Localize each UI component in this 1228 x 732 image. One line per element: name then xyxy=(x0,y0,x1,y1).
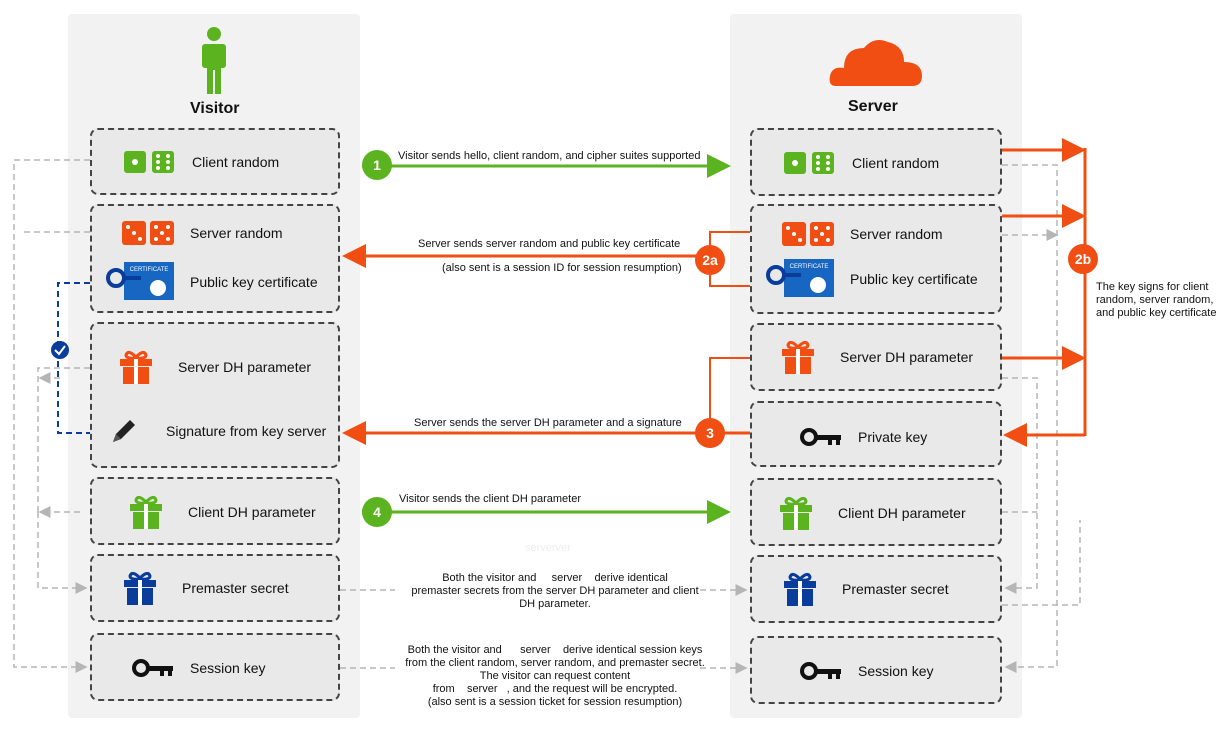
visitor-session-key-label: Session key xyxy=(190,660,266,676)
step-4-badge: 4 xyxy=(362,497,392,527)
key-icon xyxy=(800,420,844,454)
step-1-badge: 1 xyxy=(362,150,392,180)
visitor-premaster-box xyxy=(90,554,340,622)
server-certificate-label: Public key certificate xyxy=(850,271,978,287)
dice-orange-icon xyxy=(780,217,836,251)
server-title: Server xyxy=(848,98,898,115)
pencil-icon xyxy=(96,414,152,448)
server-session-key-label: Session key xyxy=(858,663,934,679)
svg-text:CERTIFICATE: CERTIFICATE xyxy=(790,264,829,270)
key-icon xyxy=(800,654,844,688)
dice-green-icon xyxy=(122,145,178,179)
visitor-server-random-label: Server random xyxy=(190,225,283,241)
visitor-title: Visitor xyxy=(190,100,240,117)
visitor-premaster-label: Premaster secret xyxy=(182,580,289,596)
visitor-client-random-label: Client random xyxy=(192,154,280,170)
visitor-certificate-label: Public key certificate xyxy=(190,274,318,290)
person-icon xyxy=(202,27,226,94)
step-1-text: Visitor sends hello, client random, and … xyxy=(398,150,701,162)
certificate-icon: CERTIFICATE xyxy=(766,257,836,301)
step-2a-badge: 2a xyxy=(695,245,725,275)
visitor-session-key-box xyxy=(90,633,340,701)
step-3-badge: 3 xyxy=(695,418,725,448)
server-private-key-box xyxy=(750,401,1002,467)
premaster-note: Both the visitor and server derive ident… xyxy=(411,572,699,610)
svg-text:CERTIFICATE: CERTIFICATE xyxy=(130,267,169,273)
gift-green-icon xyxy=(118,495,174,529)
dice-green-icon xyxy=(782,146,838,180)
server-server-random-label: Server random xyxy=(850,226,943,242)
server-client-dh-label: Client DH parameter xyxy=(838,505,966,521)
step-4-text: Visitor sends the client DH parameter xyxy=(399,493,581,505)
dice-orange-icon xyxy=(120,216,176,250)
visitor-client-dh-label: Client DH parameter xyxy=(188,504,316,520)
step-2a-text: Server sends server random and public ke… xyxy=(418,238,681,250)
gift-orange-icon xyxy=(108,350,164,384)
gift-green-icon xyxy=(768,496,824,530)
step-2b-text: The key signs for client random, server … xyxy=(1096,281,1217,319)
check-icon xyxy=(54,345,66,356)
visitor-signature-label: Signature from key server xyxy=(166,423,327,439)
step-2a-subtext: (also sent is a session ID for session r… xyxy=(442,262,682,274)
server-dh-label: Server DH parameter xyxy=(840,349,974,365)
gift-blue-icon xyxy=(112,571,168,605)
visitor-dh-signature-box xyxy=(90,322,340,468)
certificate-icon: CERTIFICATE xyxy=(106,260,176,304)
server-premaster-label: Premaster secret xyxy=(842,581,949,597)
visitor-server-dh-label: Server DH parameter xyxy=(178,359,312,375)
gift-blue-icon xyxy=(772,572,828,606)
server-session-key-box xyxy=(750,636,1002,704)
server-private-key-label: Private key xyxy=(858,429,928,445)
cloud-icon xyxy=(829,40,922,86)
server-premaster-box xyxy=(750,555,1002,623)
gift-orange-icon xyxy=(770,340,826,374)
step-2b-badge: 2b xyxy=(1068,244,1098,274)
key-icon xyxy=(132,651,176,685)
session-note: Both the visitor and server derive ident… xyxy=(405,644,705,708)
server-client-random-label: Client random xyxy=(852,155,940,171)
faint-text: serverver xyxy=(525,542,571,554)
step-3-text: Server sends the server DH parameter and… xyxy=(414,417,682,429)
